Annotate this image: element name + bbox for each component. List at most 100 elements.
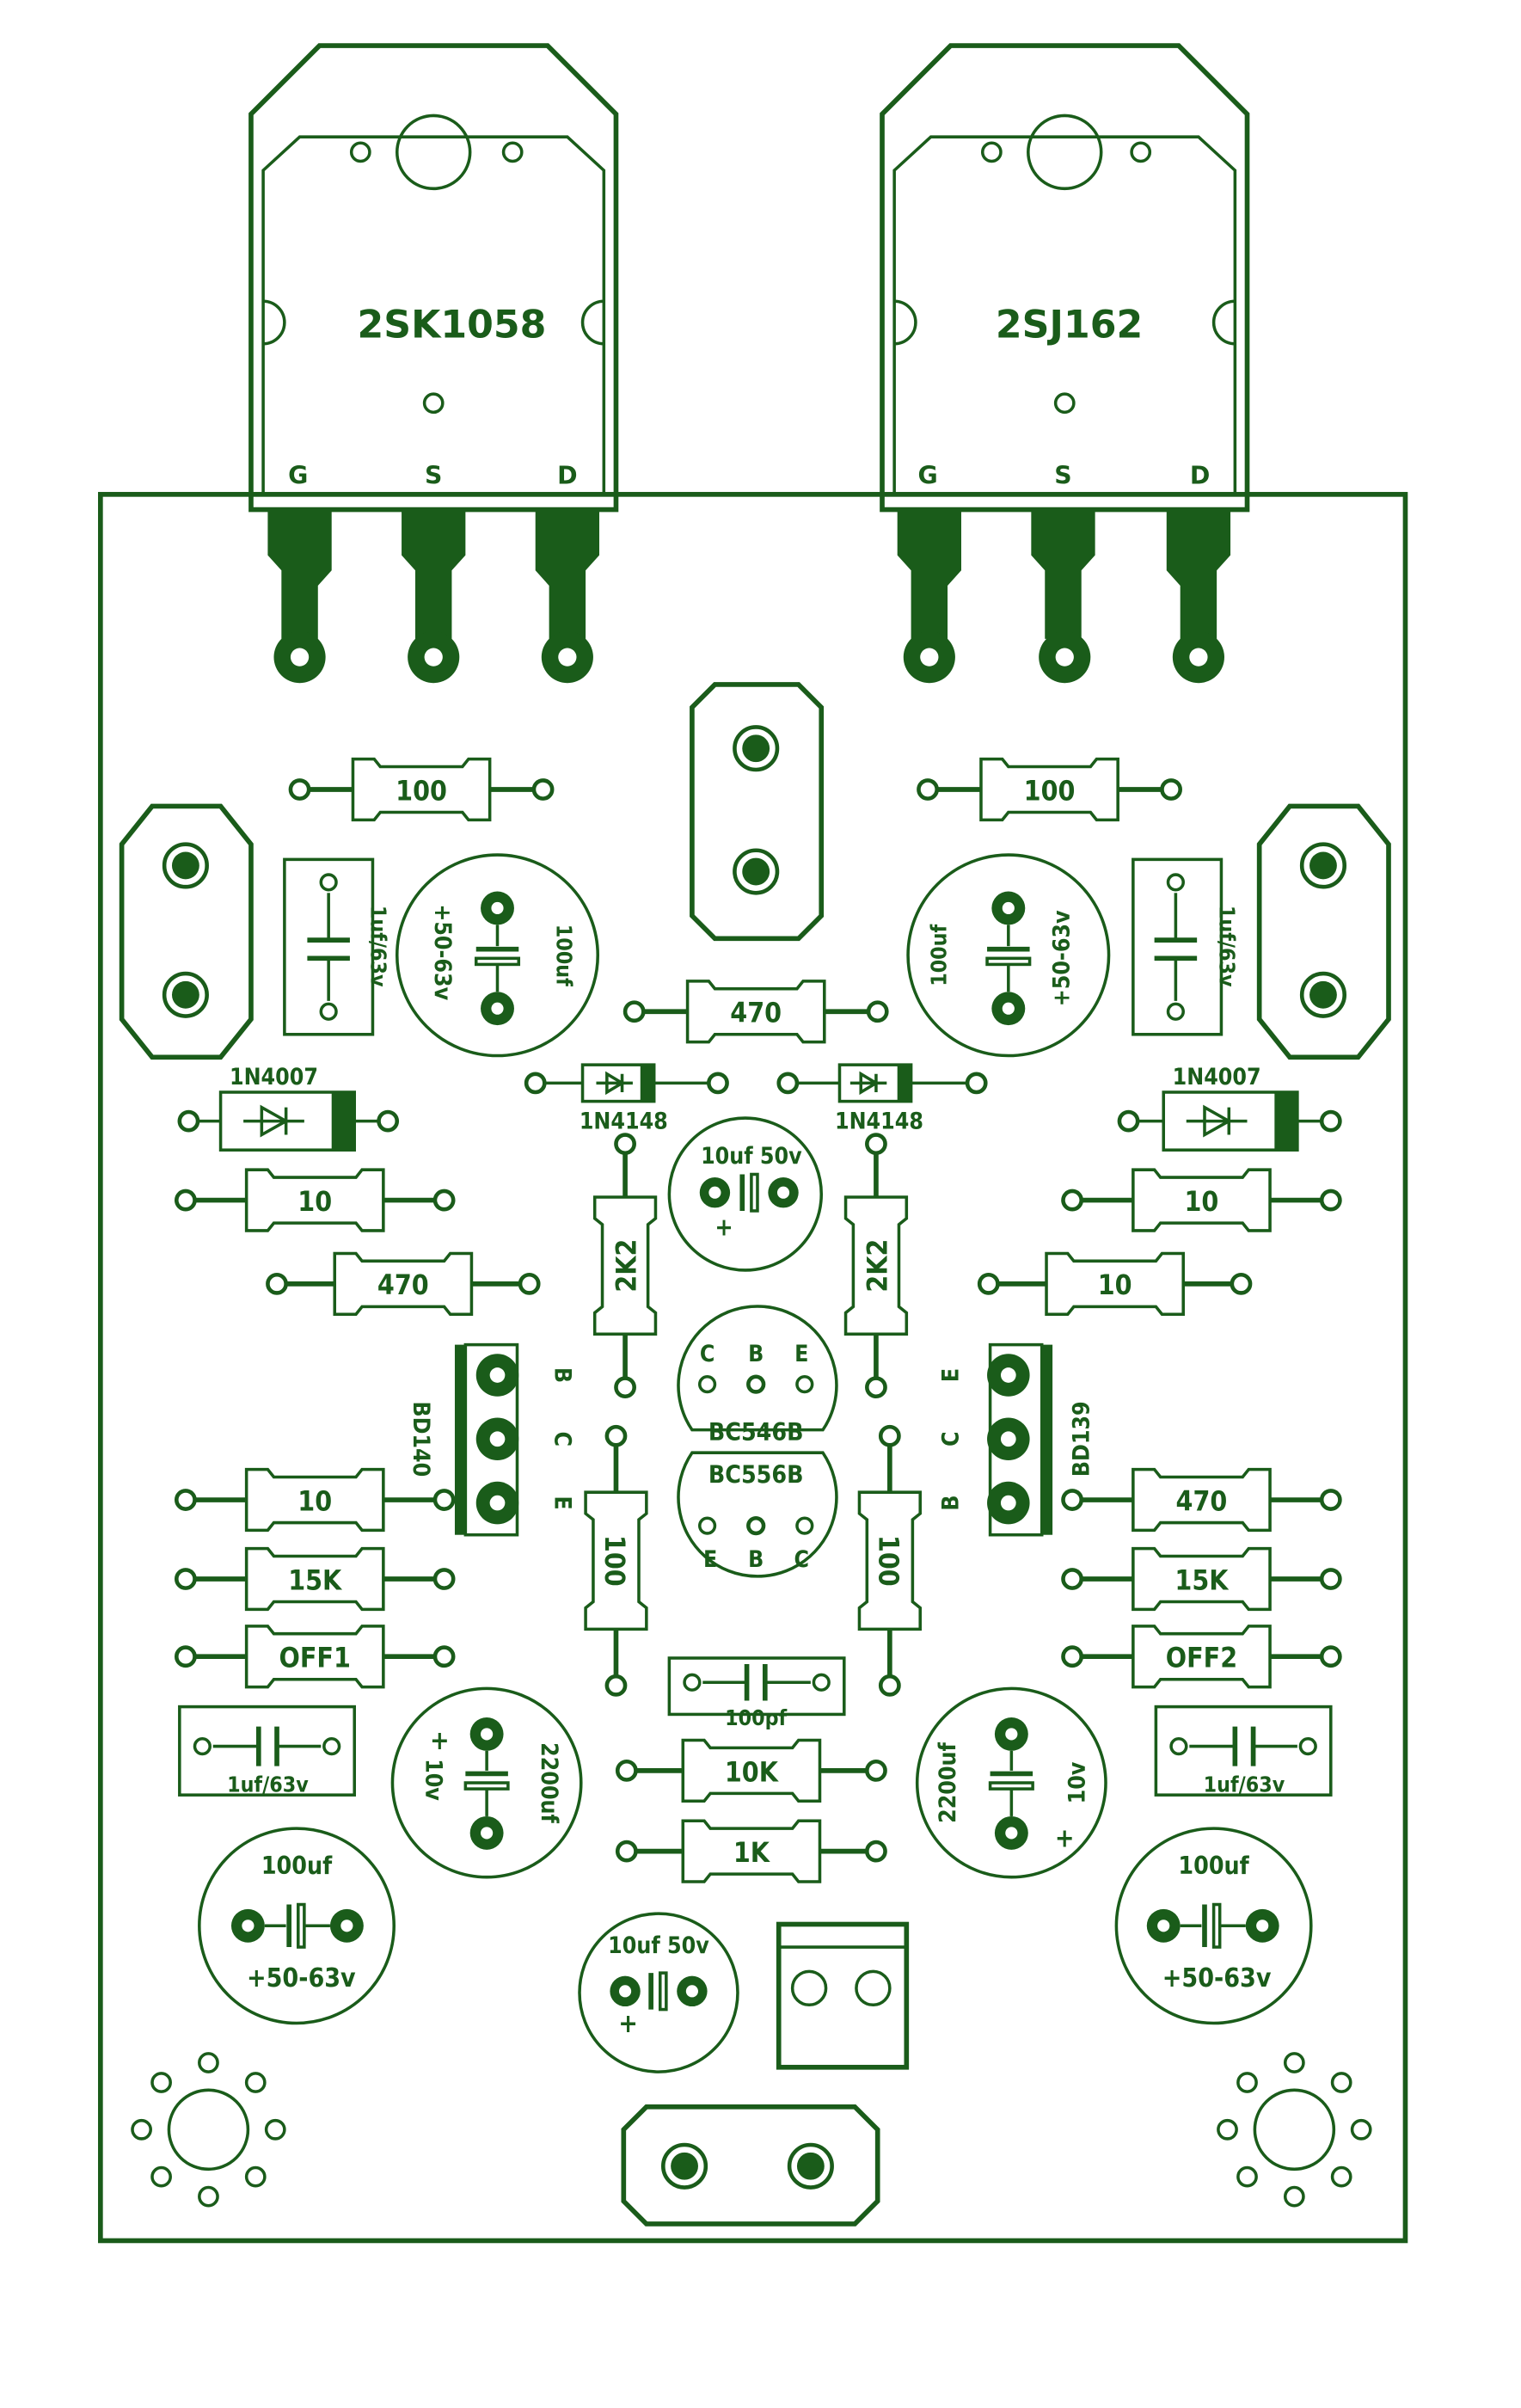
elec-cap-center-bottom-value: 10uf 50v xyxy=(608,1932,709,1959)
resistor-r2k2_right-label: 2K2 xyxy=(861,1239,893,1293)
elec-cap-right-top-voltage: +50-63v xyxy=(1049,910,1076,1006)
resistor-r470_left: 470 xyxy=(266,1251,541,1317)
resistor-r100_vert_left: 100 xyxy=(584,1424,648,1697)
diode-1n4148-left: 1N4148 xyxy=(524,1063,729,1134)
connector-bottom-center xyxy=(621,2104,880,2227)
resistor-r10_right_2: 10 xyxy=(977,1251,1253,1317)
resistor-r2k2_left: 2K2 xyxy=(592,1133,658,1399)
elec-cap-center-value: 10uf 50v xyxy=(701,1143,802,1170)
elec-cap-2200-right: 2200uf 10v + xyxy=(915,1686,1107,1879)
elec-cap-left-bottom-value: 100uf xyxy=(261,1852,333,1880)
connector-right xyxy=(1256,803,1391,1060)
bd140-pin-c: C xyxy=(549,1432,576,1447)
power-mosfet-right: 2SJ162 G S D xyxy=(880,43,1250,684)
bc546b-pin-e: E xyxy=(794,1341,808,1367)
resistor-r470_center: 470 xyxy=(623,980,889,1044)
elec-cap-center: 10uf 50v + xyxy=(667,1116,824,1272)
bd139-pin-e: E xyxy=(937,1368,964,1382)
diode-1n4007-left-label: 1N4007 xyxy=(230,1064,318,1090)
resistor-r470_center-label: 470 xyxy=(730,997,782,1029)
resistor-r470_left-label: 470 xyxy=(377,1268,429,1301)
resistor-r10k: 10K xyxy=(615,1738,887,1803)
elec-cap-left-bottom-voltage: +50-63v xyxy=(247,1963,356,1993)
bc556b-pin-e: E xyxy=(703,1546,717,1573)
resistor-r10_left_bottom-label: 10 xyxy=(297,1484,332,1517)
film-cap-left-top-label: 1uf/63v xyxy=(366,906,391,987)
film-cap-left-bottom: 1uf/63v xyxy=(178,1705,357,1797)
board-outline xyxy=(98,492,1408,2244)
elec-cap-2200-left: 2200uf 10v + xyxy=(390,1686,583,1879)
elec-cap-2200-left-plus: + xyxy=(430,1726,450,1756)
elec-cap-2200-right-plus: + xyxy=(1055,1823,1075,1853)
resistor-r15k_left-label: 15K xyxy=(288,1563,343,1596)
resistor-r10_right_top: 10 xyxy=(1061,1168,1342,1232)
mounting-hole-left xyxy=(131,2052,286,2208)
resistors-vertical: 2K2 2K2 100 100 xyxy=(584,1133,922,1697)
elec-cap-2200-right-voltage: 10v xyxy=(1064,1761,1090,1803)
diode-1n4007-left: 1N4007 xyxy=(177,1064,400,1152)
elec-cap-left-bottom: 100uf +50-63v xyxy=(198,1827,396,2025)
pin-g-right: G xyxy=(917,461,937,489)
film-cap-right-bottom-label: 1uf/63v xyxy=(1204,1772,1285,1797)
resistor-off1: OFF1 xyxy=(174,1625,456,1689)
elec-cap-right-bottom: 100uf +50-63v xyxy=(1114,1827,1313,2025)
resistor-off1-label: OFF1 xyxy=(279,1642,351,1674)
diode-1n4007-right: 1N4007 xyxy=(1117,1064,1342,1152)
resistor-off2: OFF2 xyxy=(1061,1625,1342,1689)
resistor-r100_vert_left-label: 100 xyxy=(598,1535,631,1587)
resistor-r10_right_2-label: 10 xyxy=(1098,1268,1132,1301)
resistor-r10_left_top: 10 xyxy=(174,1168,456,1232)
bc546b-pin-b: B xyxy=(748,1341,764,1367)
elec-cap-right-top-value: 100uf xyxy=(926,924,951,986)
mosfet-right-label: 2SJ162 xyxy=(996,304,1143,347)
elec-cap-right-bottom-value: 100uf xyxy=(1178,1852,1249,1880)
resistor-r2k2_right: 2K2 xyxy=(843,1133,909,1399)
resistor-r10_left_top-label: 10 xyxy=(297,1185,332,1218)
bc546b-label: BC546B xyxy=(708,1418,804,1447)
film-cap-left-bottom-label: 1uf/63v xyxy=(227,1772,309,1797)
resistor-r1k-label: 1K xyxy=(733,1836,771,1869)
resistor-r100_right: 100 xyxy=(917,757,1182,822)
pin-g-left: G xyxy=(288,461,308,489)
resistor-r100_vert_right: 100 xyxy=(857,1424,922,1697)
mosfet-left-label: 2SK1058 xyxy=(357,304,546,347)
power-mosfet-left: 2SK1058 G S D xyxy=(248,43,619,684)
resistor-r100_left-label: 100 xyxy=(396,774,447,807)
ceramic-cap-100pf: 100pf xyxy=(667,1656,846,1730)
bc556b-pin-c: C xyxy=(794,1546,809,1573)
pin-s-right: S xyxy=(1054,461,1071,489)
resistor-r100_vert_right-label: 100 xyxy=(872,1535,905,1587)
film-cap-left-top: 1uf/63v xyxy=(283,857,391,1036)
pin-d-left: D xyxy=(557,461,578,489)
resistor-r100_right-label: 100 xyxy=(1024,774,1076,807)
ceramic-cap-label: 100pf xyxy=(725,1705,787,1730)
resistor-r10_right_top-label: 10 xyxy=(1185,1185,1219,1218)
elec-cap-2200-left-voltage: 10v xyxy=(420,1759,446,1801)
resistor-r470_right: 470 xyxy=(1061,1467,1342,1533)
bd140-pin-e: E xyxy=(549,1496,576,1509)
elec-cap-center-bottom-plus: + xyxy=(618,2009,638,2039)
mounting-hole-right xyxy=(1217,2052,1372,2208)
resistor-r10_left_bottom: 10 xyxy=(174,1467,456,1533)
resistors-horizontal: 100 100 470 10 470 10 10 10 15K OFF1 470 15K OFF2 10K… xyxy=(174,757,1342,1883)
elec-cap-2200-left-value: 2200uf xyxy=(536,1742,562,1823)
connector-top-center xyxy=(690,682,825,942)
bd139-label: BD139 xyxy=(1069,1401,1095,1477)
pin-d-right: D xyxy=(1190,461,1211,489)
elec-cap-right-bottom-voltage: +50-63v xyxy=(1162,1963,1272,1993)
bd139-pin-c: C xyxy=(937,1432,964,1447)
pin-s-left: S xyxy=(425,461,442,489)
diode-1n4007-right-label: 1N4007 xyxy=(1173,1064,1261,1090)
elec-cap-left-top-value: 100uf xyxy=(551,924,576,986)
resistor-r10k-label: 10K xyxy=(725,1755,780,1788)
elec-cap-center-bottom: 10uf 50v + xyxy=(578,1912,739,2073)
bd139-pin-b: B xyxy=(937,1495,964,1510)
bc556b-pin-b: B xyxy=(748,1546,764,1573)
bc546b-pin-c: C xyxy=(700,1341,715,1367)
resistor-r15k_right-label: 15K xyxy=(1174,1563,1230,1596)
connector-left xyxy=(119,803,254,1060)
bd140-pin-b: B xyxy=(549,1367,576,1383)
terminal-block-2pin xyxy=(776,1921,910,2070)
resistor-r100_left: 100 xyxy=(288,757,555,822)
